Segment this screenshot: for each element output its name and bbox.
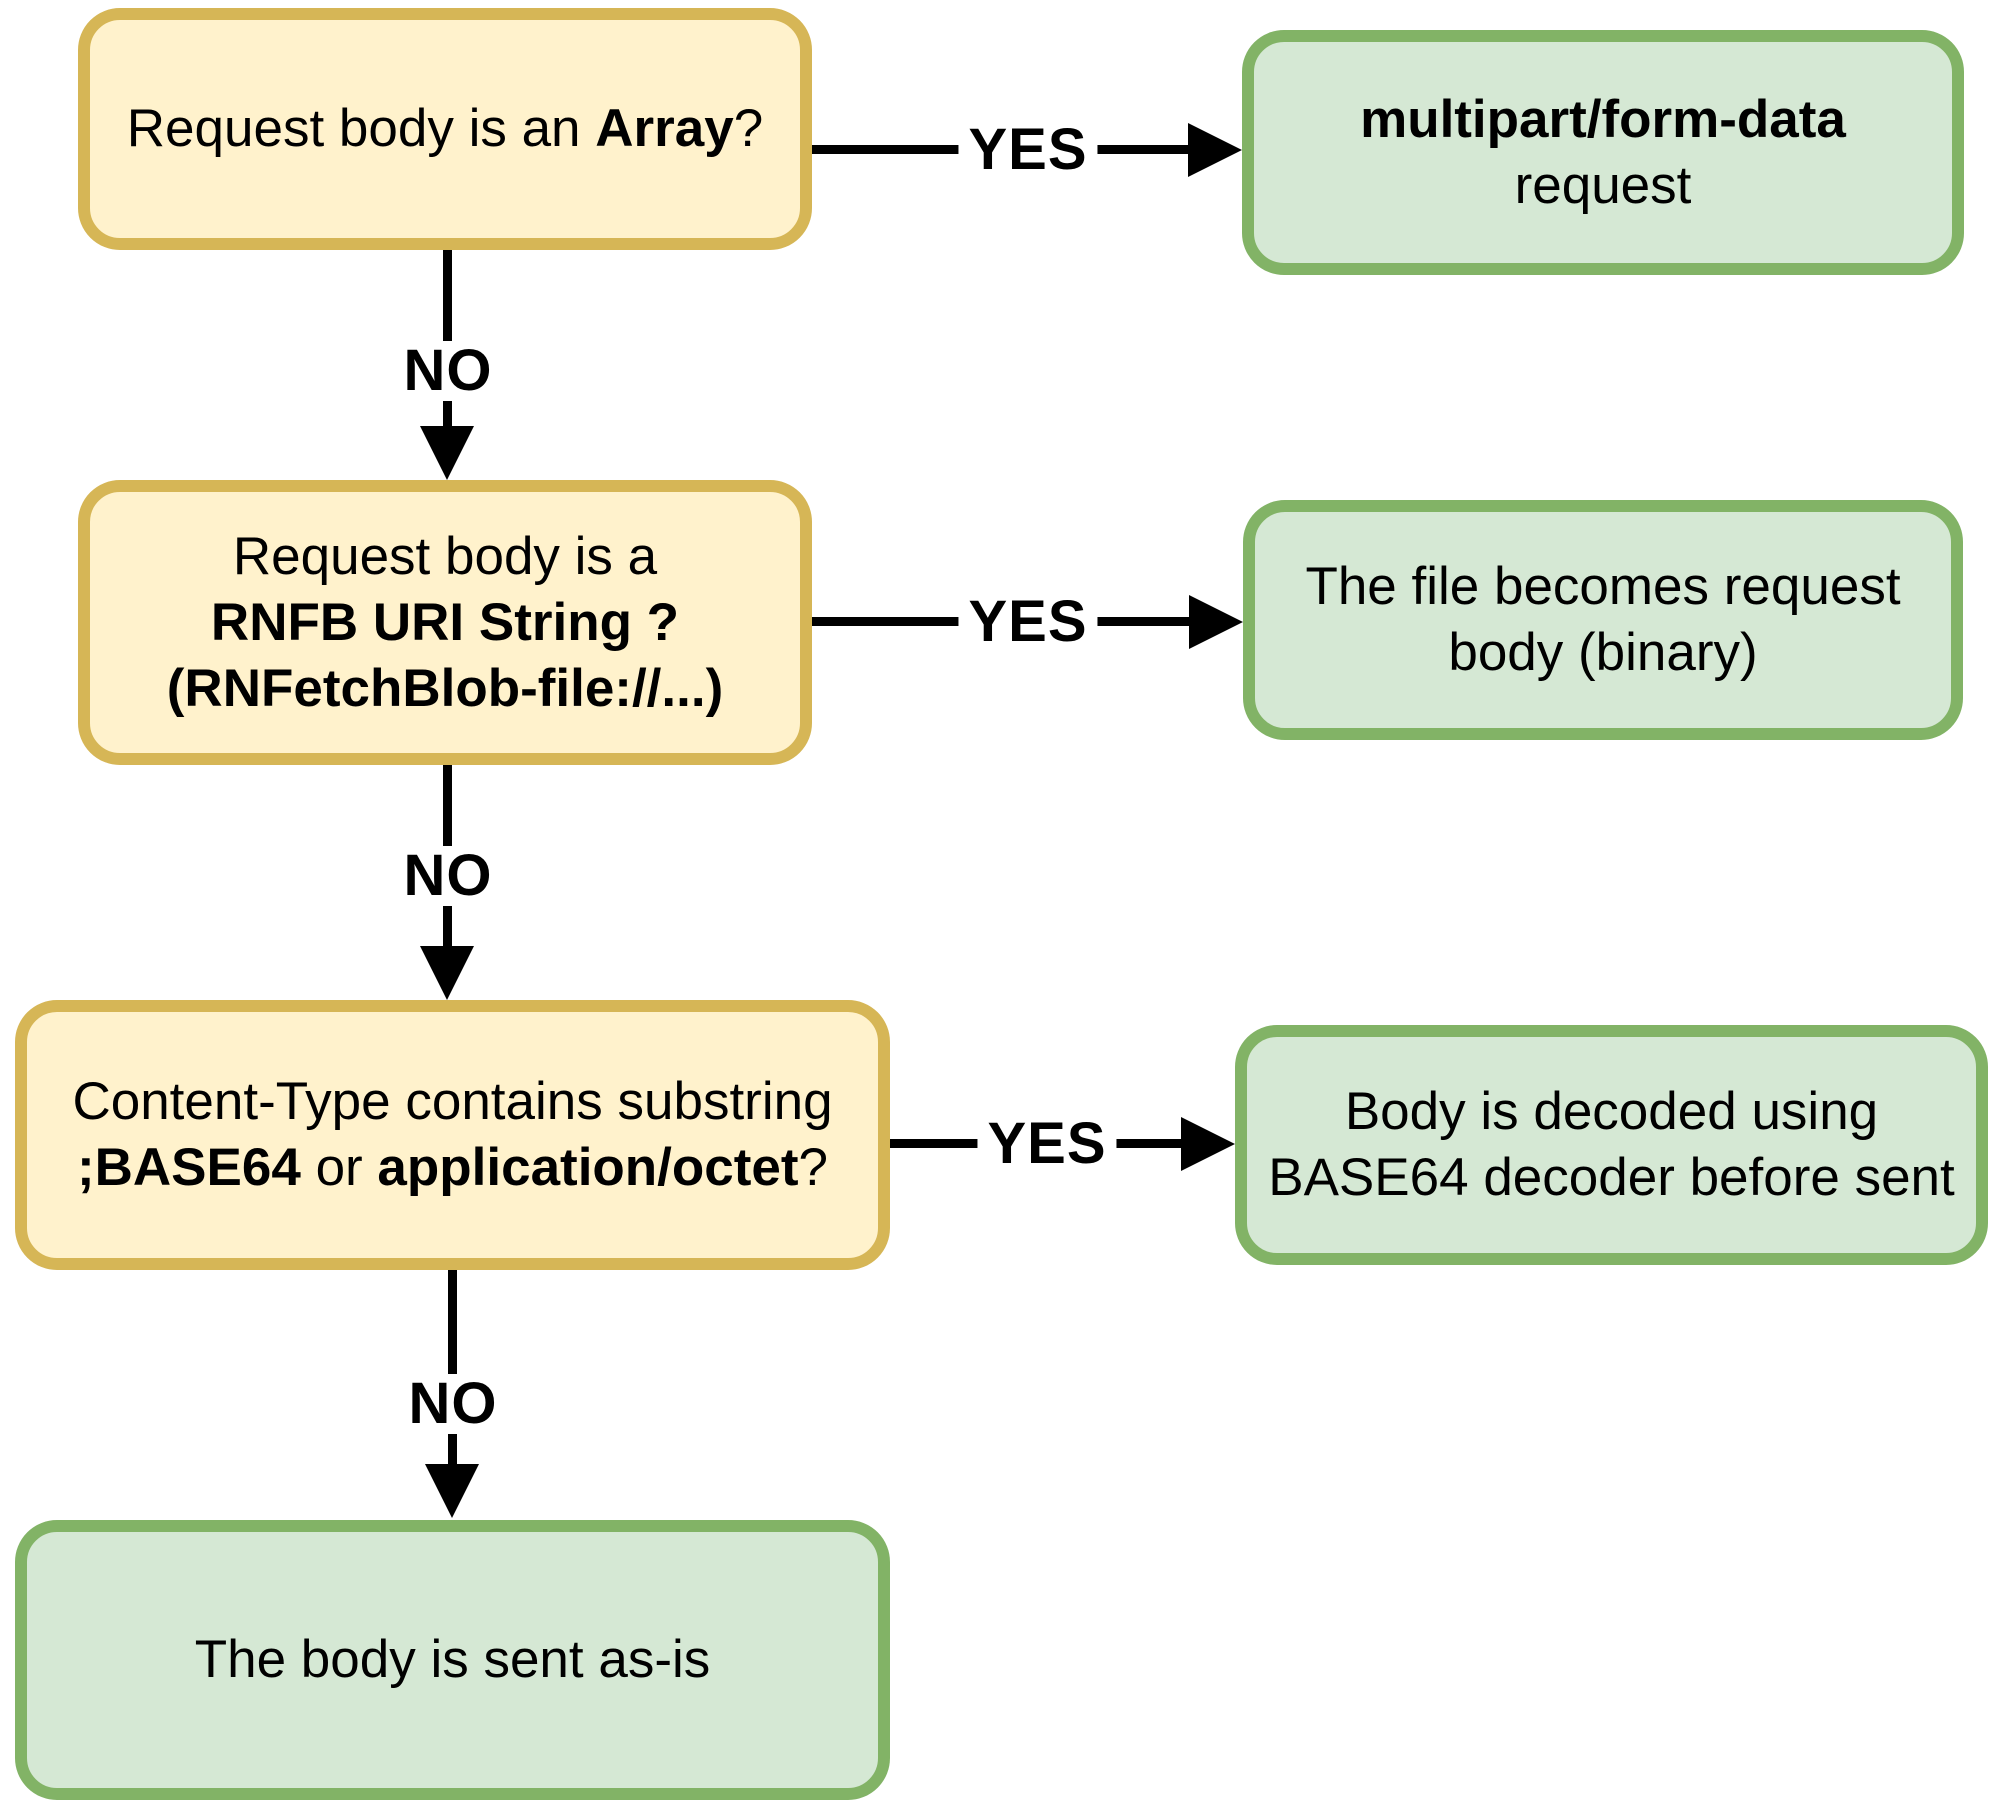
decision-content-type-text: Content-Type contains substring ;BASE64 …	[72, 1069, 832, 1201]
decision-content-type-line2: ;BASE64 or application/octet?	[76, 1138, 829, 1197]
arrowhead-down-icon	[420, 426, 474, 480]
arrowhead-right-icon	[1181, 1117, 1235, 1171]
decision-array-text: Request body is an Array?	[126, 99, 764, 158]
arrowhead-down-icon	[425, 1464, 479, 1518]
edge-label-yes-3: YES	[977, 1114, 1117, 1174]
result-base64-decode-text: Body is decoded using BASE64 decoder bef…	[1268, 1082, 1955, 1207]
result-file-binary-text: The file becomes request body (binary)	[1305, 557, 1901, 682]
decision-rnfb-uri-text: Request body is a RNFB URI String ? (RNF…	[166, 526, 724, 718]
edge-label-no-3: NO	[398, 1374, 508, 1434]
edge-label-yes-2: YES	[958, 592, 1098, 652]
arrowhead-right-icon	[1189, 595, 1243, 649]
decision-array-box: Request body is an Array?	[78, 8, 812, 250]
result-multipart-box: multipart/form-data request	[1242, 30, 1964, 275]
result-file-binary-box: The file becomes request body (binary)	[1243, 500, 1963, 740]
edge-no-3-line	[448, 1270, 457, 1470]
arrowhead-right-icon	[1188, 123, 1242, 177]
result-send-as-is-box: The body is sent as-is	[15, 1520, 890, 1800]
edge-label-no-2: NO	[393, 846, 503, 906]
result-send-as-is-text: The body is sent as-is	[194, 1630, 711, 1689]
result-base64-decode-box: Body is decoded using BASE64 decoder bef…	[1235, 1025, 1988, 1265]
result-multipart-text: multipart/form-data request	[1360, 89, 1846, 215]
decision-rnfb-uri-box: Request body is a RNFB URI String ? (RNF…	[78, 480, 812, 765]
edge-label-yes-1: YES	[958, 120, 1098, 180]
edge-label-no-1: NO	[393, 341, 503, 401]
decision-content-type-box: Content-Type contains substring ;BASE64 …	[15, 1000, 890, 1270]
arrowhead-down-icon	[420, 946, 474, 1000]
